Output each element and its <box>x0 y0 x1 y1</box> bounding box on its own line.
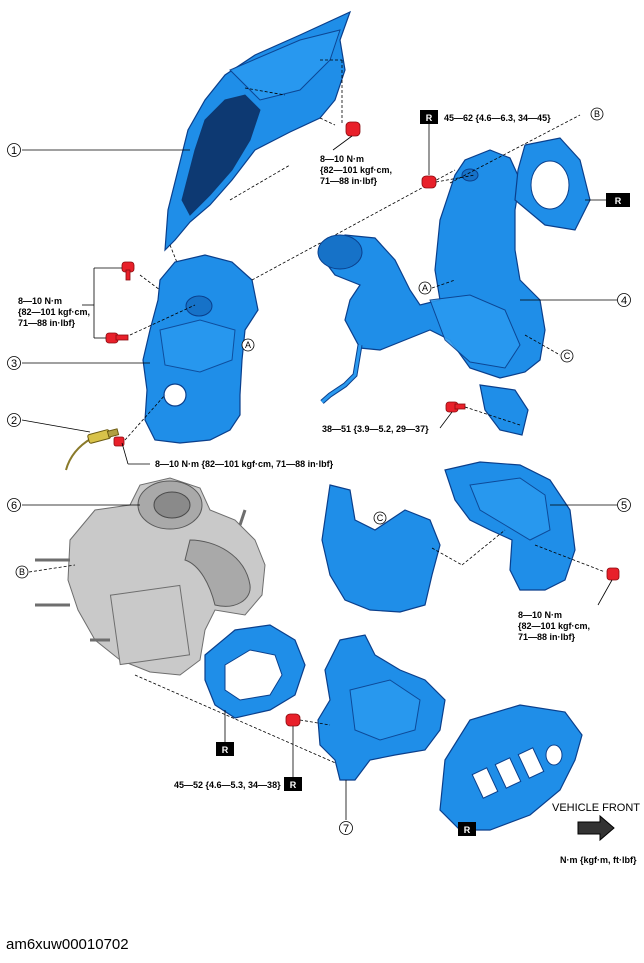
manifold-gasket <box>439 704 583 831</box>
bolt-left-insulator-upper <box>121 261 135 281</box>
units-label: N·m {kgf·m, ft·lbf} <box>560 855 637 865</box>
replace-badge-gasket-top: R <box>615 196 622 206</box>
exhaust-sensor <box>65 428 120 471</box>
callout-1: 1 <box>11 145 17 157</box>
image-code: am6xuw00010702 <box>6 936 129 953</box>
vehicle-front-label: VEHICLE FRONT <box>552 802 640 814</box>
ref-c-right: C <box>564 351 571 361</box>
torque-catalyst-top: 45—62 {4.6—6.3, 34—45} <box>444 113 551 123</box>
catalyst-gasket <box>514 137 591 231</box>
callout-2: 2 <box>11 415 17 427</box>
torque-catalyst-bottom: 38—51 {3.9—5.2, 29—37} <box>322 424 429 434</box>
catalytic-converter <box>317 149 546 436</box>
replace-badge-turbo-gasket: R <box>222 745 229 755</box>
ref-a-right: A <box>422 283 428 293</box>
torque-sensor: 8—10 N·m {82—101 kgf·cm, 71—88 in·lbf} <box>155 459 334 469</box>
callout-7: 7 <box>343 823 349 835</box>
replace-badge-catalyst-top: R <box>426 113 433 123</box>
nut-turbo <box>285 713 301 727</box>
upper-heat-insulator <box>164 10 352 252</box>
torque-left-insulator: 8—10 N·m {82—101 kgf·cm, 71—88 in·lbf} <box>18 296 93 328</box>
callout-6: 6 <box>11 500 17 512</box>
bolt-left-insulator-lower <box>105 332 129 344</box>
turbo-gasket <box>204 624 306 719</box>
ref-c-left: C <box>377 513 384 523</box>
torque-turbo-gasket: 45—52 {4.6—5.3, 34—38} <box>174 780 281 790</box>
lower-heat-insulator <box>321 461 576 613</box>
turbo-bracket <box>317 634 446 781</box>
ref-a-left: A <box>245 340 251 350</box>
replace-badge-manifold-gasket: R <box>464 825 471 835</box>
replace-badge-turbo-nut: R <box>290 780 297 790</box>
ref-b-top: B <box>594 109 600 119</box>
bolt-upper-insulator <box>345 121 361 137</box>
bolt-lower-insulator <box>606 567 620 581</box>
torque-upper-insulator: 8—10 N·m {82—101 kgf·cm, 71—88 in·lbf} <box>320 154 395 186</box>
callout-5: 5 <box>621 500 627 512</box>
vehicle-front-arrow-icon <box>577 814 615 842</box>
bolt-catalyst-bottom <box>445 401 466 413</box>
ref-b-bottom: B <box>19 567 25 577</box>
nut-catalyst-top <box>421 175 437 189</box>
torque-lower-insulator: 8—10 N·m {82—101 kgf·cm, 71—88 in·lbf} <box>518 610 593 642</box>
left-heat-insulator <box>142 254 259 444</box>
callout-4: 4 <box>621 295 627 307</box>
bolt-sensor <box>113 436 125 447</box>
callout-3: 3 <box>11 358 17 370</box>
